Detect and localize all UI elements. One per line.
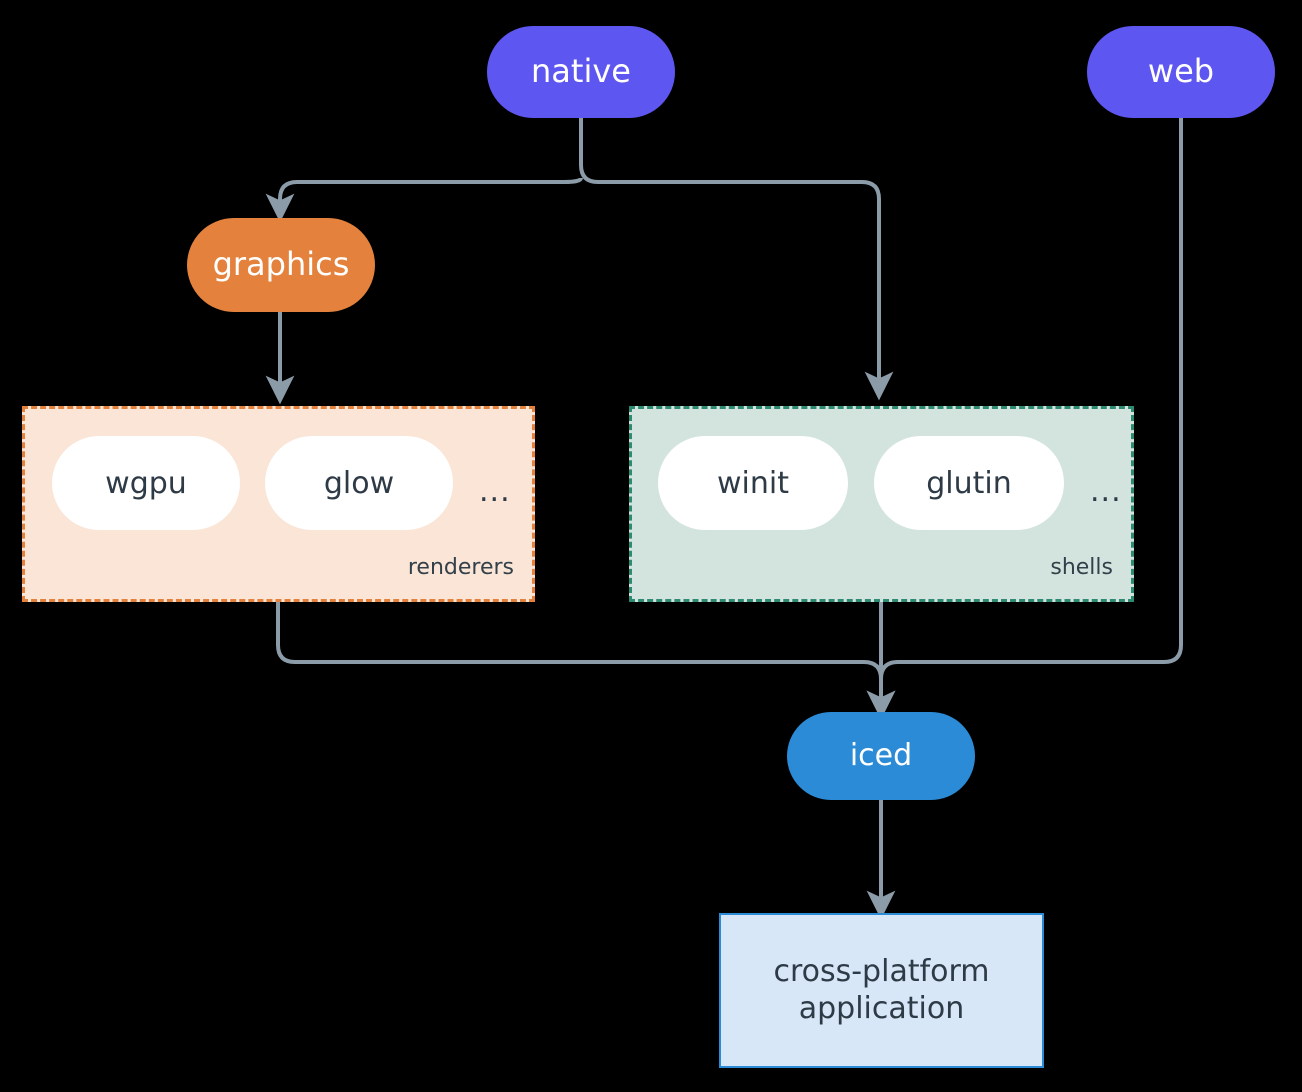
node-application-line2: application [798, 990, 965, 1026]
edge-native-to-graphics [265, 177, 583, 223]
leaf-wgpu-label: wgpu [105, 465, 187, 501]
node-native[interactable]: native [487, 26, 675, 118]
node-iced-label: iced [849, 737, 913, 773]
leaf-glutin[interactable]: glutin [874, 436, 1064, 530]
group-shells: winit glutin ... shells [629, 406, 1134, 602]
node-graphics-label: graphics [212, 245, 350, 284]
leaf-wgpu[interactable]: wgpu [52, 436, 240, 530]
leaf-glow[interactable]: glow [265, 436, 453, 530]
leaf-winit-label: winit [717, 465, 789, 501]
node-application-line1: cross-platform [773, 953, 990, 989]
node-graphics[interactable]: graphics [187, 218, 375, 312]
group-renderers-label: renderers [407, 555, 514, 580]
renderers-overflow-ellipsis: ... [479, 474, 511, 509]
node-iced[interactable]: iced [787, 712, 975, 800]
shells-overflow-ellipsis: ... [1090, 474, 1122, 509]
node-application[interactable]: cross-platform application [719, 913, 1044, 1068]
node-web[interactable]: web [1087, 26, 1275, 118]
node-web-label: web [1147, 52, 1215, 91]
leaf-glow-label: glow [323, 465, 395, 501]
group-shells-label: shells [1050, 555, 1113, 580]
node-native-label: native [531, 52, 631, 91]
edge-native-split [579, 118, 894, 401]
edge-renderers-to-iced [276, 602, 896, 720]
group-renderers: wgpu glow ... renderers [22, 406, 535, 602]
leaf-glutin-label: glutin [926, 465, 1012, 501]
leaf-winit[interactable]: winit [658, 436, 848, 530]
